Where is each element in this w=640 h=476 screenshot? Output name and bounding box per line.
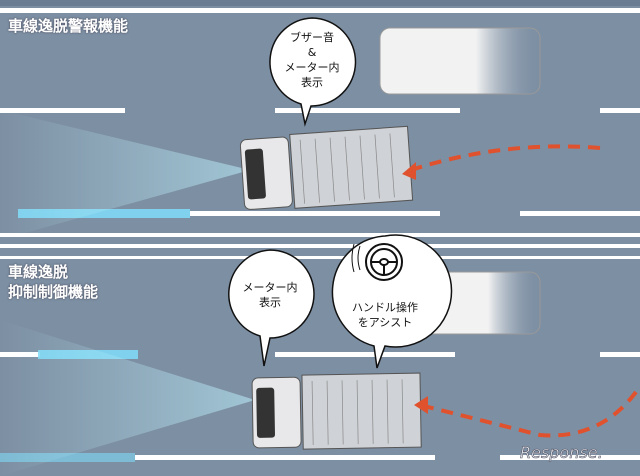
drift-arrow — [404, 144, 601, 174]
bubble-line: 表示 — [301, 76, 323, 89]
bubble-line: 表示 — [259, 296, 281, 309]
steering-wheel-icon — [351, 243, 403, 281]
camera-beam — [0, 110, 250, 240]
bubble-line: メーター内 — [284, 61, 340, 74]
camera-beam — [0, 320, 255, 476]
bubble-buzzer-meter: ブザー音 & メーター内 表示 — [268, 30, 356, 90]
title-line: 車線逸脱 — [8, 263, 69, 281]
speech-bubbles — [228, 17, 453, 369]
bubble-meter: メーター内 表示 — [226, 280, 314, 310]
bubble-line: メーター内 — [242, 281, 298, 294]
response-logo: Response. — [520, 443, 603, 463]
van — [379, 27, 541, 95]
panel-title-control: 車線逸脱 抑制制御機能 — [8, 262, 98, 302]
lane-line — [0, 8, 640, 13]
bubble-line: をアシスト — [357, 316, 413, 329]
title-line: 抑制制御機能 — [8, 283, 99, 301]
lane-highlight — [18, 209, 190, 218]
bubble-line: ブザー音 — [290, 31, 334, 44]
bubble-line: & — [307, 46, 317, 59]
bubble-steering-assist: ハンドル操作 をアシスト — [330, 300, 440, 330]
truck — [251, 372, 422, 451]
bubble-line: ハンドル操作 — [352, 301, 418, 314]
correction-arrow — [419, 390, 638, 438]
svg-text:Response.: Response. — [520, 443, 603, 462]
truck — [239, 125, 414, 213]
lane-dashes-top — [0, 108, 640, 216]
panel-title-warning: 車線逸脱警報機能 — [8, 17, 129, 35]
